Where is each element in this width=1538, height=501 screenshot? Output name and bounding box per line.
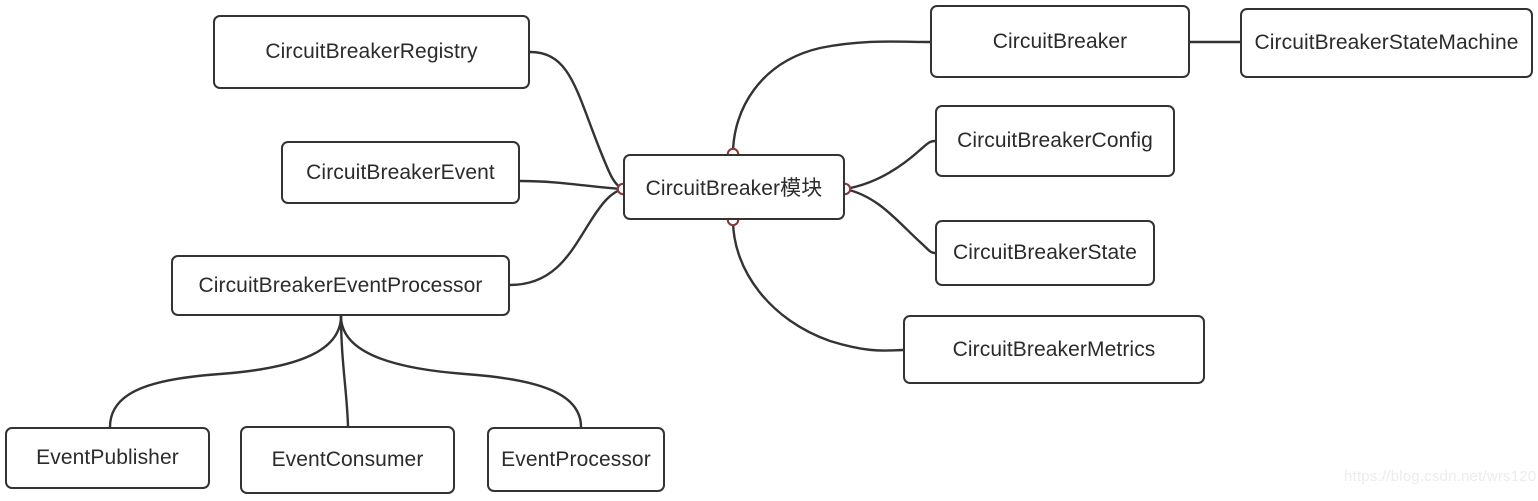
node-label-event-processor: EventProcessor	[501, 447, 651, 471]
edge-registry-to-module	[528, 50, 625, 191]
edge-event-to-module	[518, 179, 625, 191]
edge-module-to-circuitbreaker	[731, 40, 932, 156]
node-label-circuitbreaker: CircuitBreaker	[992, 29, 1128, 53]
node-label-circuitbreaker-module: CircuitBreaker模块	[645, 177, 823, 200]
node-circuitbreaker-module[interactable]: CircuitBreaker模块	[623, 154, 845, 220]
edge-processor-to-publisher	[108, 314, 343, 429]
node-circuitbreaker-metrics[interactable]: CircuitBreakerMetrics	[903, 315, 1205, 384]
node-label-circuitbreaker-metrics: CircuitBreakerMetrics	[952, 337, 1156, 361]
node-circuitbreaker-registry[interactable]: CircuitBreakerRegistry	[213, 15, 530, 89]
edge-eventprocessor-to-module	[508, 187, 625, 287]
edge-processor-to-eventprocessor	[339, 314, 583, 429]
node-event-processor[interactable]: EventProcessor	[487, 427, 665, 492]
node-circuitbreaker-config[interactable]: CircuitBreakerConfig	[935, 105, 1175, 177]
node-circuitbreaker-event[interactable]: CircuitBreakerEvent	[281, 141, 520, 204]
edge-module-to-state	[843, 187, 937, 255]
node-circuitbreaker[interactable]: CircuitBreaker	[930, 5, 1190, 78]
edge-module-to-config	[843, 139, 937, 191]
edge-module-to-metrics	[731, 218, 905, 352]
node-event-consumer[interactable]: EventConsumer	[240, 426, 455, 494]
node-label-event-publisher: EventPublisher	[36, 446, 179, 469]
watermark-text: https://blog.csdn.net/wrs120	[1344, 468, 1537, 485]
node-circuitbreaker-state-machine[interactable]: CircuitBreakerStateMachine	[1240, 8, 1533, 78]
node-label-circuitbreaker-state-machine: CircuitBreakerStateMachine	[1254, 31, 1519, 54]
node-circuitbreaker-event-processor[interactable]: CircuitBreakerEventProcessor	[171, 255, 510, 316]
edge-processor-to-consumer	[339, 314, 350, 428]
node-label-circuitbreaker-state: CircuitBreakerState	[953, 241, 1137, 264]
node-label-circuitbreaker-config: CircuitBreakerConfig	[957, 129, 1153, 152]
node-label-circuitbreaker-registry: CircuitBreakerRegistry	[265, 40, 478, 63]
node-label-event-consumer: EventConsumer	[271, 448, 424, 471]
node-label-circuitbreaker-event-processor: CircuitBreakerEventProcessor	[198, 273, 483, 297]
node-circuitbreaker-state[interactable]: CircuitBreakerState	[935, 220, 1155, 286]
node-event-publisher[interactable]: EventPublisher	[5, 427, 210, 489]
node-label-circuitbreaker-event: CircuitBreakerEvent	[306, 160, 495, 184]
